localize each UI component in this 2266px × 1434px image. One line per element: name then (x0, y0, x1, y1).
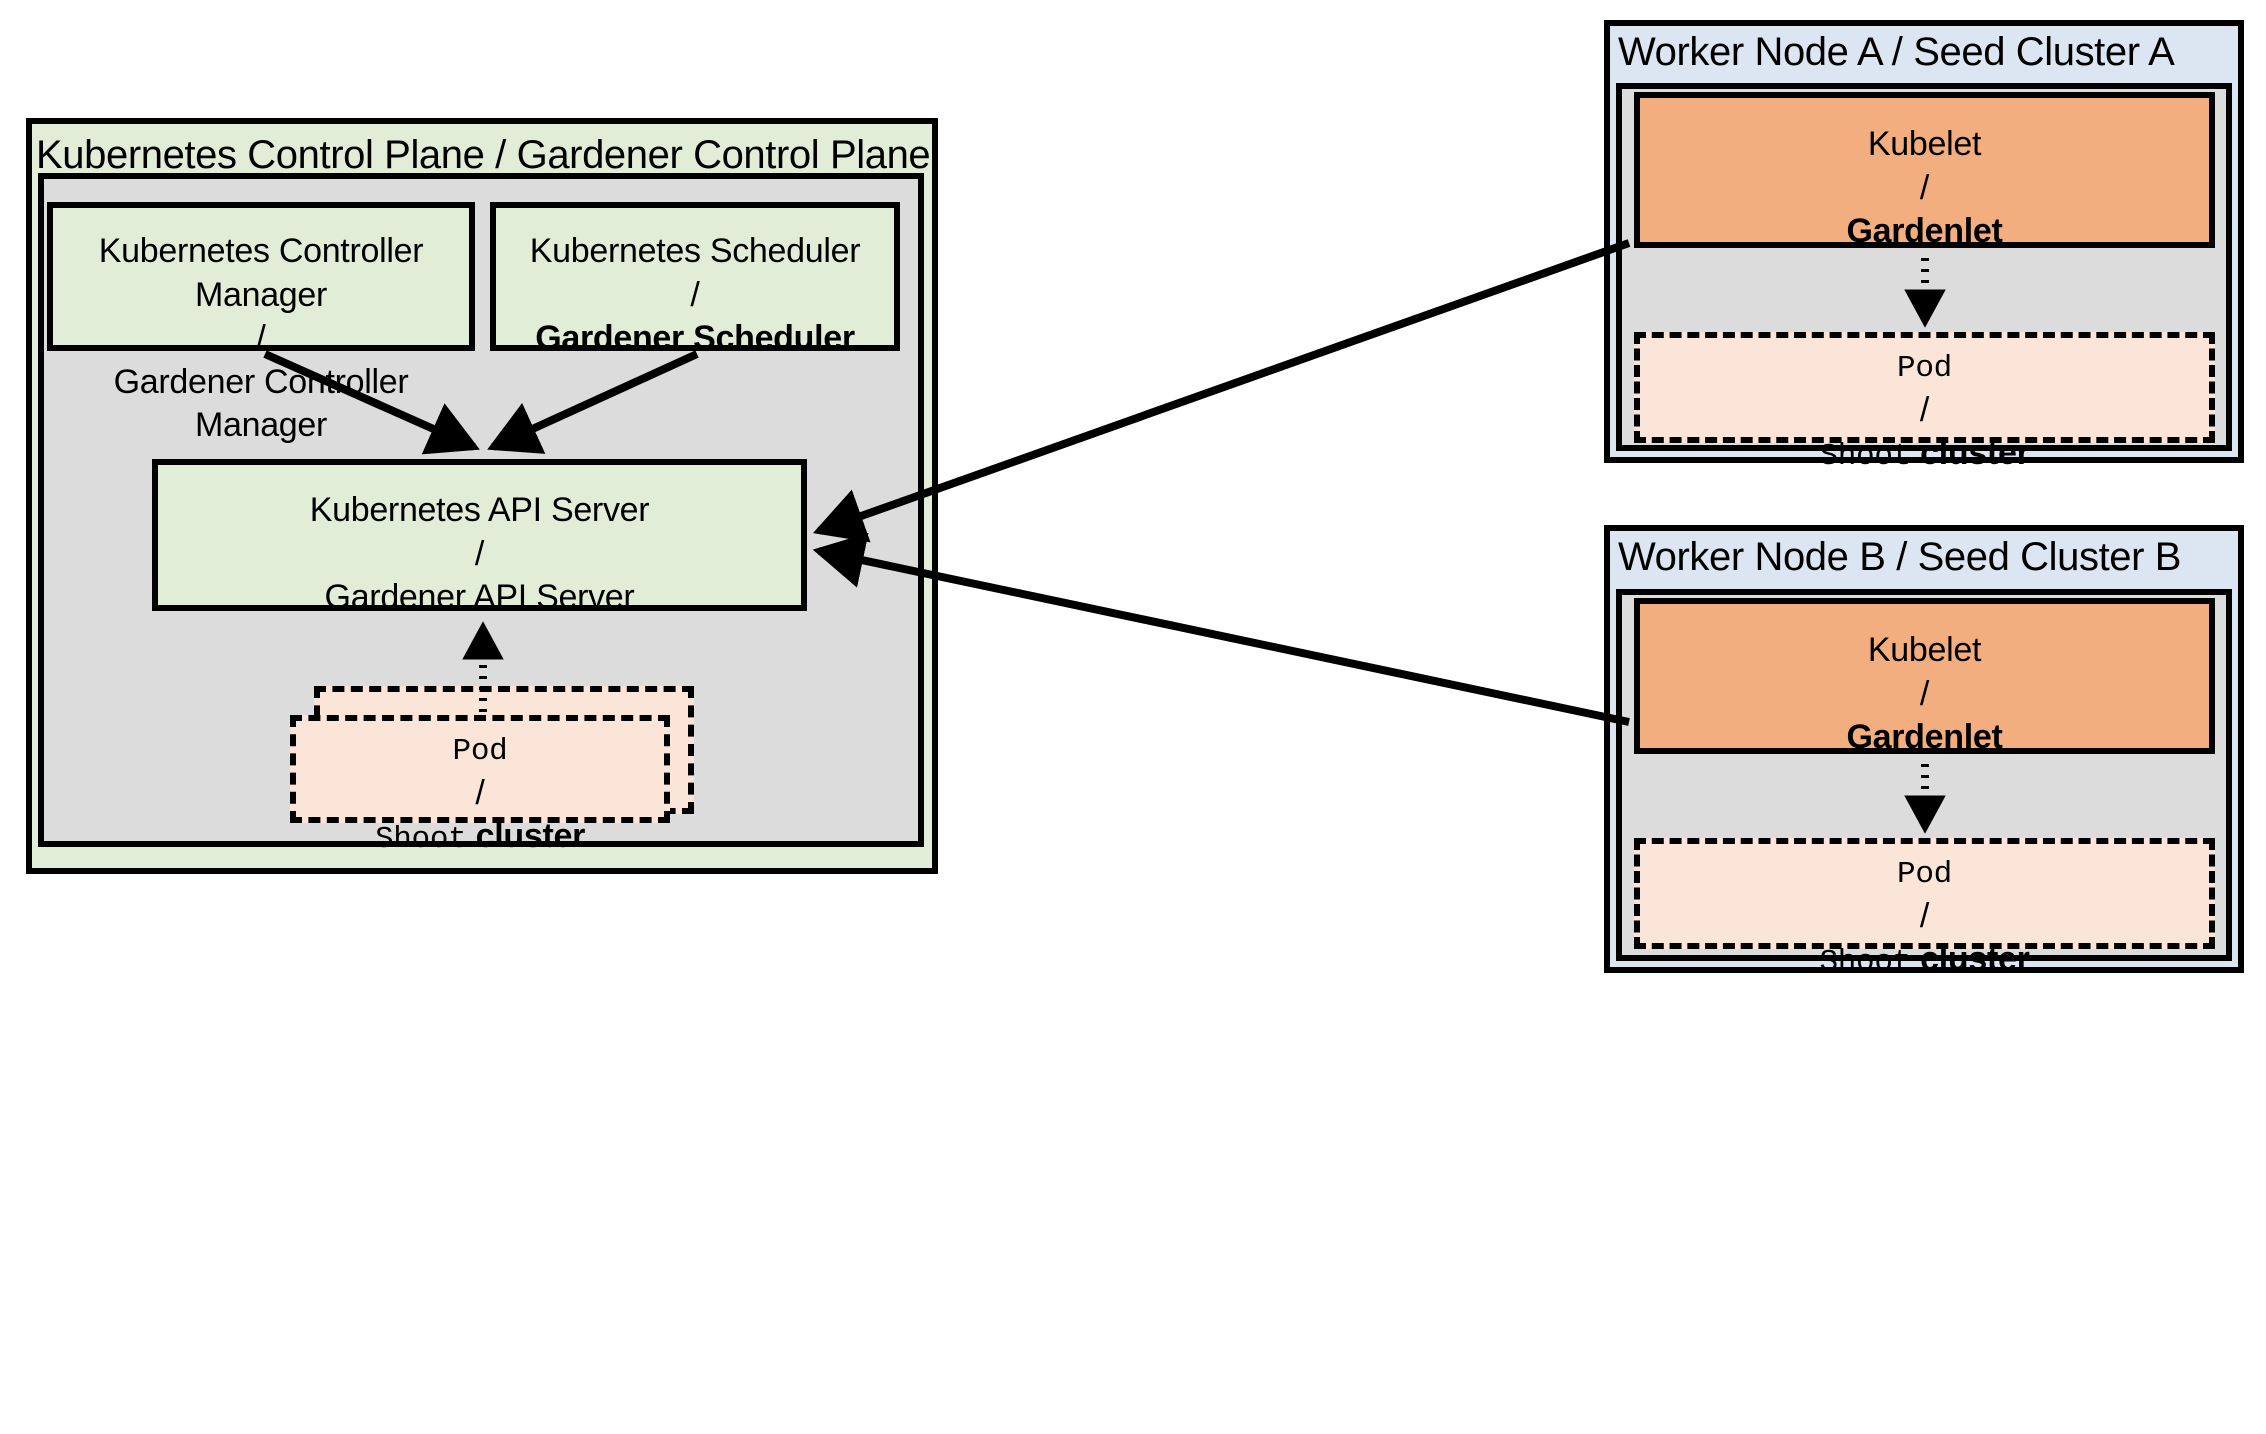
worker-a-pod-box[interactable]: Pod / Shoot cluster (1634, 332, 2215, 474)
control-plane-pod-line2-mono: Shoot (374, 822, 467, 858)
worker-a-pod-line1: Pod (1897, 351, 1952, 386)
worker-b-agent-line1: Kubelet (1867, 631, 1982, 669)
worker-b-agent-line2: Gardenlet (1846, 718, 2003, 757)
worker-b-pod-line2-bold: cluster (1920, 940, 2030, 979)
control-plane-pod-line1: Pod (452, 734, 508, 769)
controller-manager-separator: / (256, 319, 266, 358)
worker-a-pod-separator: / (1919, 390, 1930, 429)
controller-manager-line1: Kubernetes Controller Manager (98, 232, 424, 314)
controller-manager-line2: Gardener Controller Manager (113, 362, 409, 445)
worker-b-agent-separator: / (1919, 674, 1930, 713)
worker-b-pod-separator: / (1919, 896, 1930, 935)
control-plane-pod-text: Pod / Shoot cluster (296, 727, 664, 860)
control-plane-title: Kubernetes Control Plane / Gardener Cont… (36, 133, 931, 177)
scheduler-line1: Kubernetes Scheduler (529, 232, 861, 270)
controller-manager-text: Kubernetes Controller Manager / Gardener… (53, 230, 469, 448)
worker-b-kubelet-gardenlet-box[interactable]: Kubelet / Gardenlet (1634, 598, 2215, 756)
kubernetes-api-server-box[interactable]: Kubernetes API Server / Gardener API Ser… (152, 459, 807, 616)
wire-seed-a-to-api-server (812, 239, 1631, 543)
worker-b-pod-text: Pod / Shoot cluster (1640, 850, 2209, 983)
worker-a-agent-text: Kubelet / Gardenlet (1640, 123, 2209, 254)
api-server-separator: / (474, 534, 485, 573)
kubernetes-controller-manager-box[interactable]: Kubernetes Controller Manager / Gardener… (47, 202, 475, 444)
scheduler-text: Kubernetes Scheduler / Gardener Schedule… (496, 230, 894, 361)
control-plane-pod-separator: / (475, 773, 485, 812)
control-plane-pod-line2-bold: cluster (475, 817, 586, 856)
worker-b-pod-line1: Pod (1897, 857, 1952, 892)
worker-a-agent-separator: / (1919, 168, 1930, 207)
worker-a-pod-line2-bold: cluster (1920, 434, 2030, 473)
api-server-text: Kubernetes API Server / Gardener API Ser… (158, 489, 801, 620)
scheduler-separator: / (690, 275, 700, 314)
worker-b-agent-text: Kubelet / Gardenlet (1640, 629, 2209, 760)
wire-seed-b-to-api-server (812, 532, 1630, 726)
worker-node-b-title: Worker Node B / Seed Cluster B (1618, 535, 2182, 579)
worker-node-a-title: Worker Node A / Seed Cluster A (1618, 30, 2175, 74)
api-server-line1: Kubernetes API Server (309, 491, 650, 529)
kubernetes-scheduler-box[interactable]: Kubernetes Scheduler / Gardener Schedule… (490, 202, 900, 357)
worker-b-pod-line2-mono: Shoot (1819, 945, 1911, 981)
control-plane-pod-box[interactable]: Pod / Shoot cluster (290, 715, 670, 857)
worker-a-kubelet-gardenlet-box[interactable]: Kubelet / Gardenlet (1634, 92, 2215, 250)
worker-a-agent-line2: Gardenlet (1846, 212, 2003, 251)
worker-b-pod-box[interactable]: Pod / Shoot cluster (1634, 838, 2215, 980)
worker-a-pod-text: Pod / Shoot cluster (1640, 344, 2209, 477)
scheduler-line2: Gardener Scheduler (535, 319, 855, 358)
worker-a-agent-line1: Kubelet (1867, 125, 1982, 163)
worker-a-pod-line2-mono: Shoot (1819, 439, 1911, 475)
api-server-line2: Gardener API Server (324, 578, 635, 617)
